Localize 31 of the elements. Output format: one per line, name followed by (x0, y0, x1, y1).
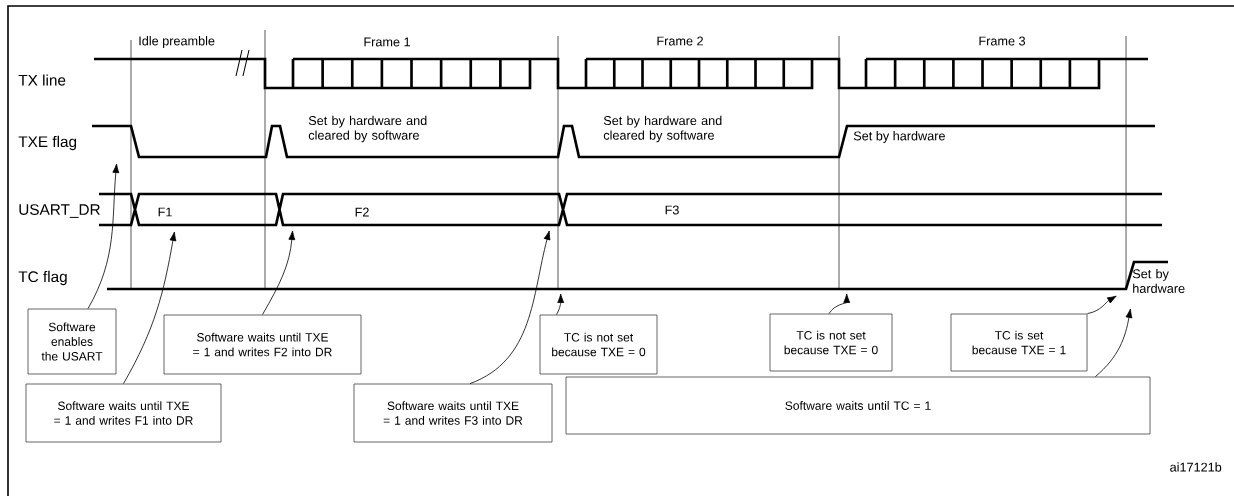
callout-box: Software waits until TXE = 1 and writes F3 into DR (353, 383, 553, 443)
signal-name: TC flag (18, 270, 67, 286)
leader-line (828, 293, 851, 314)
callout-box: Software waits until TXE = 1 and writes F1 into DR (25, 383, 222, 443)
leader-line (1087, 295, 1117, 314)
callout-box: TC is not set because TXE = 0 (769, 313, 893, 372)
leader-line (262, 230, 296, 315)
callout-box: TC is set because TXE = 1 (950, 313, 1088, 372)
annotation-text: Set by hardware and cleared by software (603, 115, 722, 143)
annotation-text: Set by hardware (853, 131, 945, 143)
annotation-text: Set by hardware (1132, 269, 1185, 293)
leader-line (469, 230, 551, 384)
annotation-text: Frame 2 (657, 36, 703, 46)
annotation-text: Frame 3 (979, 36, 1025, 46)
signal-name: TX line (18, 74, 66, 86)
callout-box: Software waits until TXE = 1 and writes F2 into DR (163, 314, 362, 375)
annotation-text: Set by hardware and cleared by software (308, 115, 427, 143)
callout-box: TC is not set because TXE = 0 (539, 314, 658, 375)
leader-line (87, 163, 120, 309)
signal-name: USART_DR (19, 204, 100, 218)
leader-line (556, 293, 565, 315)
annotation-text: Frame 1 (364, 37, 410, 47)
callout-box: Software enables the USART (27, 308, 117, 375)
callout-box: Software waits until TC = 1 (565, 376, 1151, 435)
signal-name: TXE flag (18, 135, 77, 151)
annotation-text: F2 (355, 207, 369, 217)
annotation-text: F1 (158, 207, 172, 217)
figure-id: ai17121b (1170, 462, 1222, 472)
leader-line (1095, 308, 1133, 377)
annotation-text: F3 (665, 205, 679, 215)
annotation-text: Idle preamble (139, 36, 215, 48)
